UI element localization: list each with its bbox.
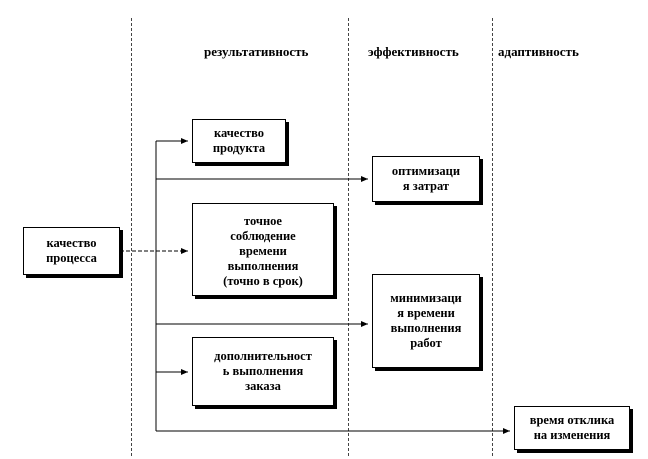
column-separator-2 [348,18,349,456]
label-change-response-time: время отклика на изменения [529,413,615,442]
column-header-efficiency: эффективность [368,44,459,59]
box-cost-optimization: оптимизаци я затрат [372,156,480,202]
column-separator-1 [131,18,132,456]
box-work-time-minimization: минимизаци я времени выполнения работ [372,274,480,368]
box-on-time: точное соблюдение времени выполнения (то… [192,203,334,296]
box-process-quality: качество процесса [23,227,120,275]
label-cost-optimization: оптимизаци я затрат [391,164,461,193]
label-product-quality: качество продукта [212,126,266,155]
box-change-response-time: время отклика на изменения [514,406,630,450]
column-header-adaptivity: адаптивность [498,44,579,59]
column-separator-3 [492,18,493,456]
box-product-quality: качество продукта [192,119,286,163]
label-on-time: точное соблюдение времени выполнения (то… [223,214,303,288]
box-order-additionality: дополнительност ь выполнения заказа [192,337,334,406]
label-work-time-minimization: минимизаци я времени выполнения работ [390,291,462,350]
label-process-quality: качество процесса [46,236,97,265]
label-order-additionality: дополнительност ь выполнения заказа [214,349,312,393]
column-header-results: результативность [204,44,309,59]
